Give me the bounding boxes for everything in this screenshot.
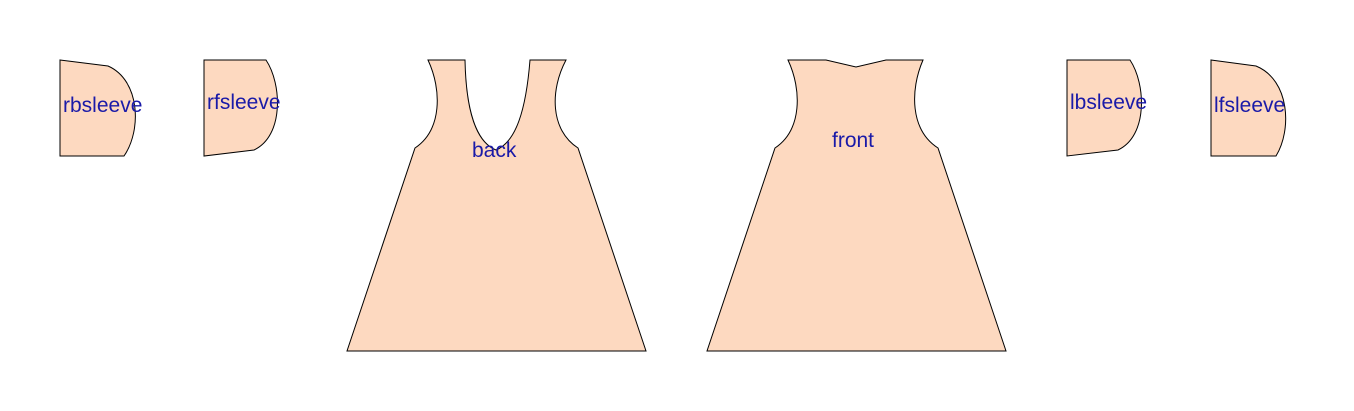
piece-rbsleeve: rbsleeve (59, 59, 142, 157)
piece-lbsleeve: lbsleeve (1066, 59, 1147, 157)
lbsleeve-label: lbsleeve (1070, 91, 1147, 114)
piece-front: front (706, 59, 1007, 352)
rbsleeve-shape (59, 59, 136, 157)
rfsleeve-label: rfsleeve (207, 91, 281, 114)
lfsleeve-shape (1210, 59, 1287, 157)
rfsleeve-shape (203, 59, 278, 157)
back-shape (346, 59, 647, 352)
piece-rfsleeve: rfsleeve (203, 59, 281, 157)
piece-back: back (346, 59, 647, 352)
rbsleeve-label: rbsleeve (63, 94, 142, 117)
lbsleeve-shape (1066, 59, 1142, 157)
lfsleeve-label: lfsleeve (1214, 94, 1285, 117)
front-shape (706, 59, 1007, 352)
back-label: back (472, 139, 517, 162)
front-label: front (832, 129, 874, 152)
piece-lfsleeve: lfsleeve (1210, 59, 1287, 157)
